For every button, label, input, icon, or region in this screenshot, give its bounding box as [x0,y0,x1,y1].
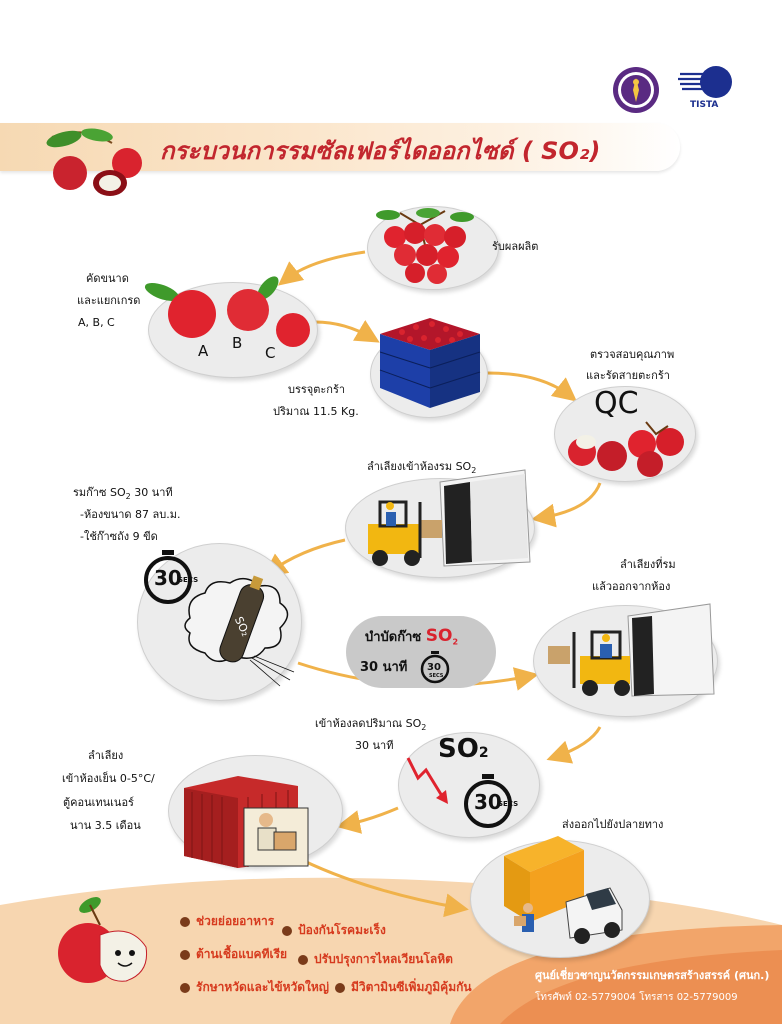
step-reduce-label-2: 30 นาที [355,739,394,752]
title-lychee-image [42,125,152,200]
delivery-truck-image [498,830,628,950]
grade-c-mark: C [265,344,276,362]
university-seal-logo [612,66,660,114]
small-timer-value: 30 [427,662,441,673]
benefit-item: มีวิตามินซีเพิ่มภูมิคุ้มกัน [335,978,472,997]
forklift-out-room-image [540,596,718,704]
step-transport-in-label: ลำเลียงเข้าห้องรม SO2 [367,460,477,476]
timer-value: 30 [154,566,182,590]
reduce-timer-icon [460,772,516,828]
grade-b-mark: B [232,334,243,352]
reduce-timer-unit: SECS [498,800,519,808]
benefit-item: ต้านเชื้อแบคทีเรีย [180,945,287,964]
treat-gas-pill [346,616,496,688]
step-receive-label: รับผลผลิต [492,240,539,253]
down-trend-icon [404,752,464,812]
step-fumigate-label-2: -ห้องขนาด 87 ลบ.ม. [80,508,181,521]
reduce-timer-value: 30 [474,790,502,814]
footer-contact: โทรศัพท์ 02-5779004 โทรสาร 02-5779009 [535,992,738,1003]
qc-lychee-image [560,418,690,478]
step-cold-label-2: เข้าห้องเย็น 0-5°C/ [62,772,155,785]
step-reduce-label-1: เข้าห้องลดปริมาณ SO2 [315,717,427,733]
step-grade-label-2: และแยกเกรด [77,294,141,307]
step-cold-label-4: นาน 3.5 เดือน [70,819,141,832]
benefit-item: ปรับปรุงการไหลเวียนโลหิต [298,950,453,969]
benefit-item: ป้องกันโรคมะเร็ง [282,921,386,940]
benefit-item: ช่วยย่อยอาหาร [180,912,274,931]
grade-a-mark: A [198,342,209,360]
gas-tank-image [180,568,300,688]
timer-unit: SECS [178,576,199,584]
timer-icon [140,548,196,604]
qc-mark: QC [594,386,639,421]
treat-time-label: 30 นาที [360,660,408,675]
step-fumigate-label-1: รมก๊าซ SO2 30 นาที [73,486,173,502]
step-cold-label-3: ตู้คอนเทนเนอร์ [63,796,134,809]
step-out-label-2: แล้วออกจากห้อง [592,580,671,593]
tista-logo [678,64,740,104]
step-cold-label-1: ลำเลียง [88,749,124,762]
step-qc-label-2: และรัดสายตะกร้า [586,369,670,382]
reduce-so2-label: SO2 [438,734,489,764]
step-export-label: ส่งออกไปยังปลายทาง [562,818,664,831]
footer-organization: ศูนย์เชี่ยวชาญนวัตกรรมเกษตรสร้างสรรค์ (ศ… [535,969,770,982]
benefit-item: รักษาหวัดและไข้หวัดใหญ่ [180,978,329,997]
treat-gas-label: บำบัดก๊าซ SO2 [365,626,459,647]
reduce-bubble [398,732,540,838]
tista-logo-text: TISTA [690,100,719,110]
small-timer-icon [418,650,452,684]
small-timer-unit: SECS [429,673,444,679]
container-image [178,772,328,872]
step-out-label-1: ลำเลียงที่รม [620,558,676,571]
step-grade-label-1: คัดขนาด [86,272,129,285]
step-fumigate-label-3: -ใช้ก๊าซถัง 9 ขีด [80,530,158,543]
page-title: กระบวนการรมซัลเฟอร์ไดออกไซด์ ( SO₂) [160,137,601,165]
step-pack-label-2: ปริมาณ 11.5 Kg. [273,405,359,418]
lychee-mascot-image [50,895,160,995]
forklift-into-room-image [360,462,535,574]
graded-lychee-image [140,272,320,362]
step-grade-label-3: A, B, C [78,316,115,329]
step-qc-label-1: ตรวจสอบคุณภาพ [590,348,675,361]
step-pack-label-1: บรรจุตะกร้า [288,383,346,396]
basket-image [372,312,484,412]
lychee-bunch-image [370,205,480,285]
